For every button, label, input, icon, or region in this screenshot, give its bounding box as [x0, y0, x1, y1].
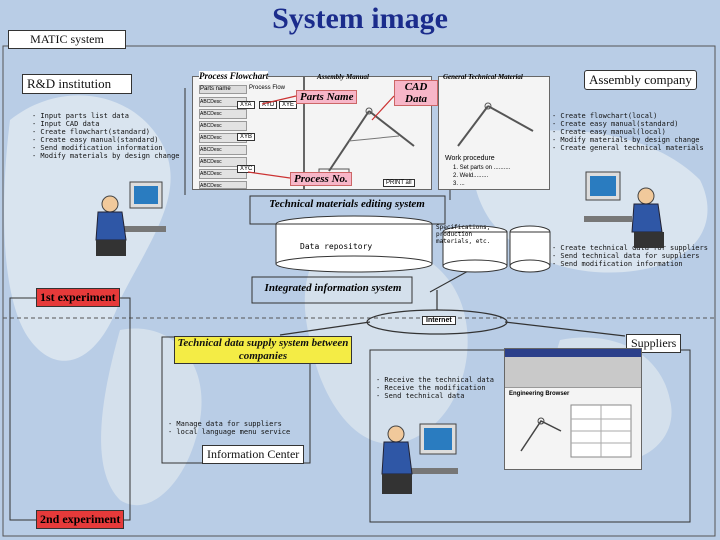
arm-drawing	[457, 102, 534, 147]
list-item: - Create easy manual(local)	[552, 128, 666, 136]
flowchart-row: ABCDesc	[199, 109, 247, 119]
supply-system-label: Technical data supply system between com…	[174, 336, 352, 364]
list-item: - Input CAD data	[32, 120, 100, 128]
list-item: - local language menu service	[168, 428, 291, 436]
flow-node: XYB	[237, 133, 256, 141]
parts-name-callout: Parts Name	[296, 90, 358, 104]
list-item: - Create general technical materials	[552, 144, 704, 152]
list-item: - Send technical data	[376, 392, 465, 400]
flow-node: XYC	[237, 165, 256, 173]
work-step: 1. Set parts on ..........	[453, 165, 511, 171]
assembly-task-list: - Create flowchart(local) - Create easy …	[552, 112, 704, 152]
rnd-operator-icon	[95, 181, 166, 256]
browser-titlebar	[505, 349, 641, 357]
general-material-panel: General Technical Material Work procedur…	[438, 73, 550, 190]
process-no-callout: Process No.	[290, 172, 352, 186]
internet-label: Internet	[422, 316, 456, 325]
assembly-operator-icon	[584, 171, 664, 248]
assembly-manual-title: Assembly Manual	[317, 73, 369, 81]
print-all-button[interactable]: PRINT all	[383, 179, 415, 187]
information-center-label: Information Center	[202, 445, 305, 464]
assembly-company-label: Assembly company	[584, 70, 697, 90]
browser-drawing	[520, 404, 632, 458]
general-material-title: General Technical Material	[443, 73, 523, 81]
flowchart-head: Parts name	[199, 85, 247, 94]
list-item: - Manage data for suppliers	[168, 420, 282, 428]
list-item: - Create easy manual(standard)	[32, 136, 159, 144]
editing-system-label: Technical materials editing system	[269, 198, 425, 210]
list-item: - Send modification information	[32, 144, 163, 152]
list-item: - Create flowchart(standard)	[32, 128, 151, 136]
list-item: - Create flowchart(local)	[552, 112, 658, 120]
browser-heading: Engineering Browser	[509, 391, 570, 397]
process-flowchart-panel: Process Flowchart Parts name Process Flo…	[192, 71, 304, 190]
list-item: - Receive the modification	[376, 384, 486, 392]
flow-node: XYE	[279, 101, 298, 109]
flow-node: XYA	[237, 101, 255, 109]
flowchart-subtitle: Process Flow	[249, 85, 286, 91]
flowchart-row: ABCDesc	[199, 145, 247, 155]
list-item: - Send modification information	[552, 260, 683, 268]
data-repository-label: Data repository	[300, 242, 373, 251]
flow-node: XYD	[259, 101, 278, 109]
flowchart-row: ABCDesc	[199, 169, 247, 179]
supplier-task-list: - Receive the technical data - Receive t…	[376, 376, 494, 400]
matic-system-label: MATIC system	[8, 30, 126, 49]
spec-materials-label: Specifications, production materials, et…	[436, 224, 491, 245]
cad-data-callout: CAD Data	[394, 80, 438, 106]
list-item: - Modify materials by design change	[32, 152, 180, 160]
flowchart-row: ABCDesc	[199, 121, 247, 131]
first-experiment-label: 1st experiment	[36, 288, 120, 307]
center-task-list: - Manage data for suppliers - local lang…	[168, 420, 290, 436]
flowchart-row: ABCDesc	[199, 157, 247, 167]
list-item: - Send technical data for suppliers	[552, 252, 700, 260]
rnd-task-list: - Input parts list data - Input CAD data…	[32, 112, 180, 160]
rnd-institution-label: R&D institution	[22, 74, 132, 94]
flowchart-title: Process Flowchart	[199, 71, 269, 81]
supplier-operator-icon	[381, 423, 458, 494]
list-item: - Input parts list data	[32, 112, 129, 120]
engineering-browser-window: Engineering Browser	[504, 348, 642, 470]
work-procedure-title: Work procedure	[445, 155, 495, 162]
suppliers-label: Suppliers	[626, 334, 682, 353]
integrated-system-label: Integrated information system	[264, 282, 402, 294]
work-step: 2. Weld.........	[453, 173, 489, 179]
list-item: - Create easy manual(standard)	[552, 120, 679, 128]
list-item: - Modify materials by design change	[552, 136, 700, 144]
list-item: - Receive the technical data	[376, 376, 495, 384]
second-experiment-label: 2nd experiment	[36, 510, 125, 529]
page-title: System image	[272, 2, 448, 35]
flowchart-row: ABCDesc	[199, 181, 247, 189]
browser-toolbar	[505, 357, 641, 388]
work-step: 3. ...	[453, 181, 465, 187]
